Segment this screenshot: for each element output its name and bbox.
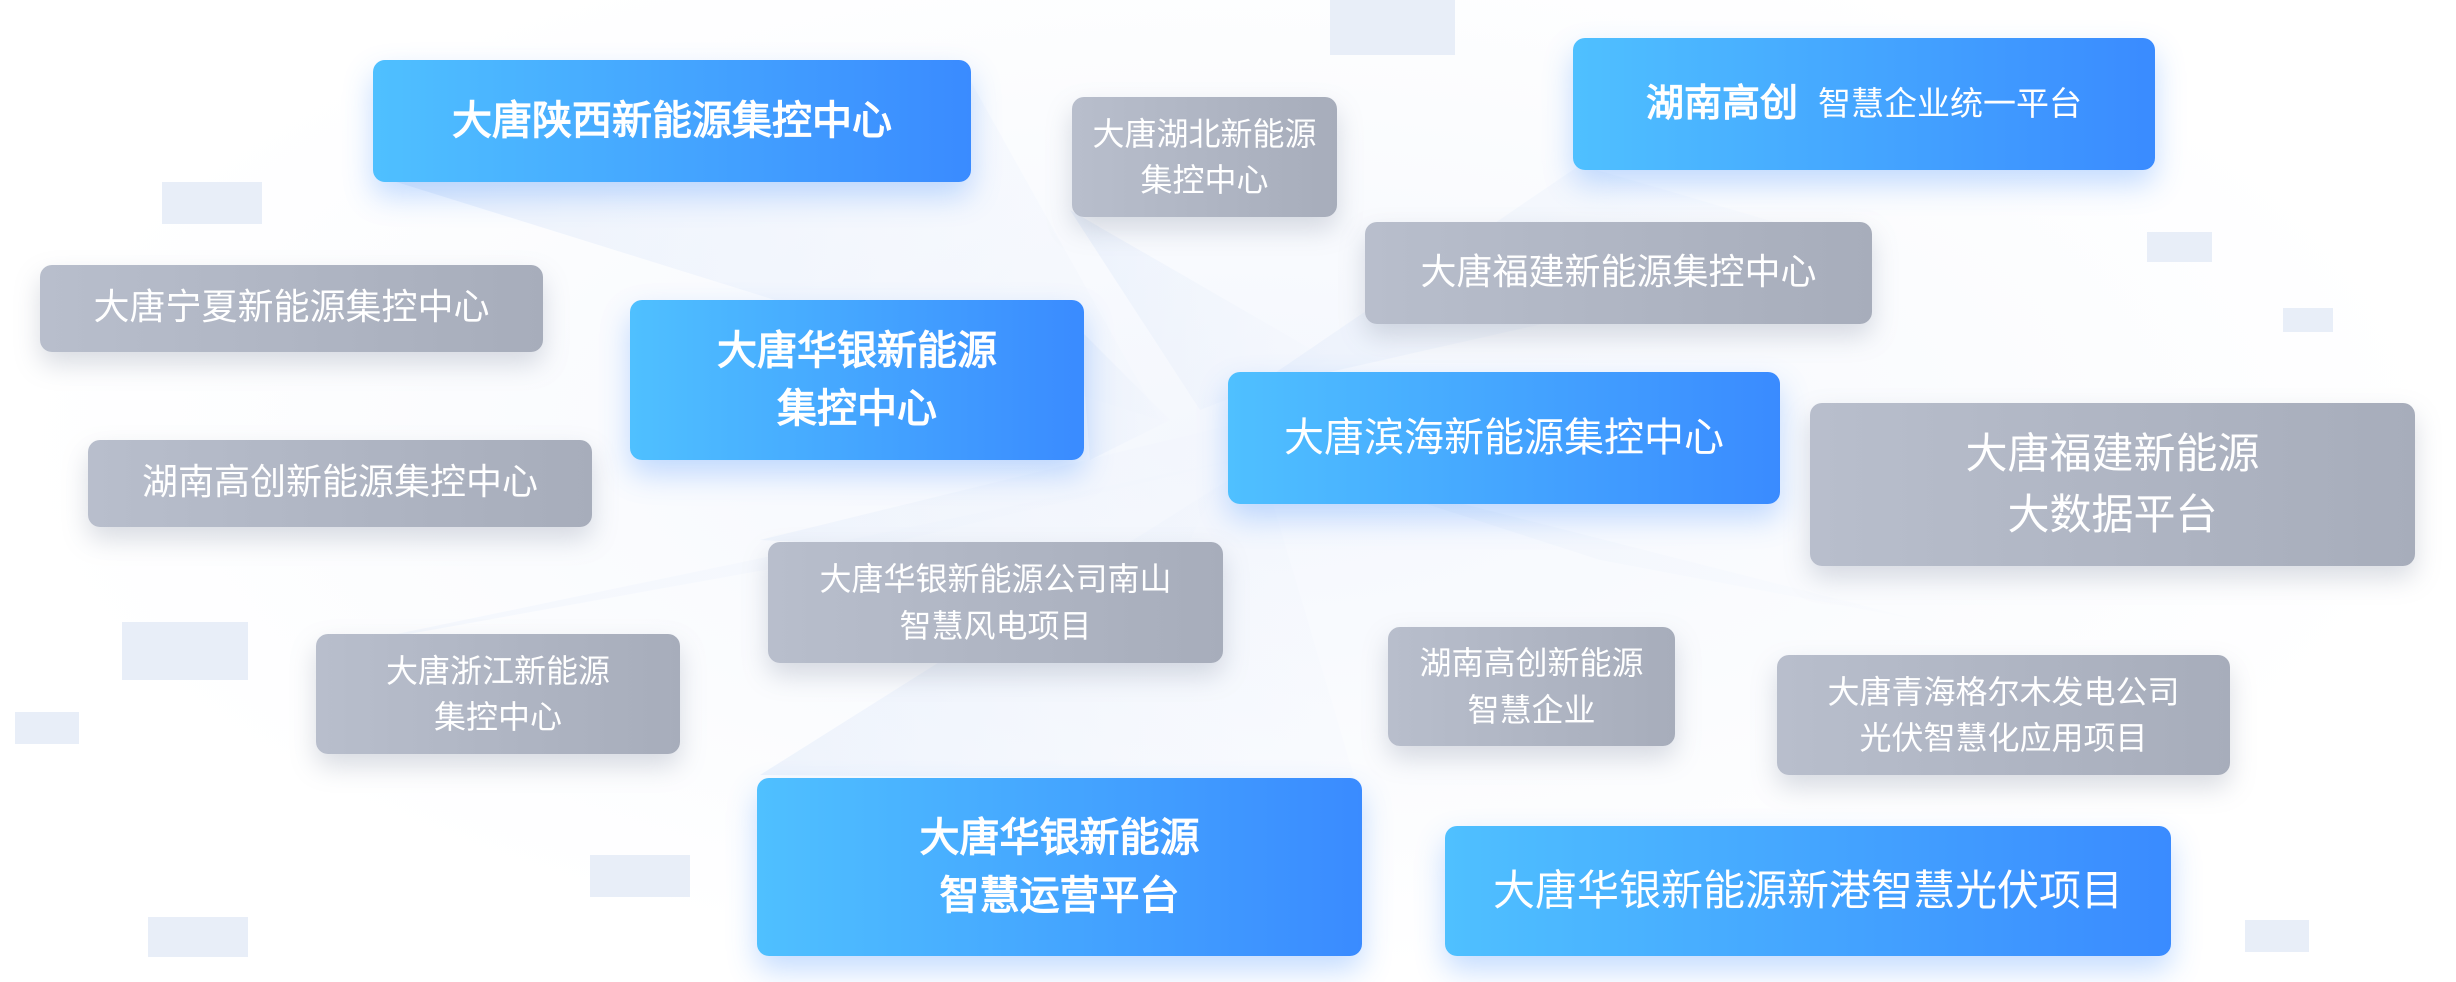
tag-hunan-gaochuang-rest: 智慧企业统一平台 [1818, 84, 2082, 124]
tag-qinghai-pv: 大唐青海格尔木发电公司 光伏智慧化应用项目 [1777, 655, 2230, 775]
deco-block [2283, 308, 2333, 332]
tag-fujian-bigdata: 大唐福建新能源 大数据平台 [1810, 403, 2415, 566]
tag-hubei-center: 大唐湖北新能源 集控中心 [1072, 97, 1337, 217]
deco-block [2245, 920, 2309, 952]
deco-block [590, 855, 690, 897]
deco-block [1330, 0, 1455, 55]
tag-shaanxi-center: 大唐陕西新能源集控中心 [373, 60, 971, 182]
tag-huayin-ops-platform: 大唐华银新能源 智慧运营平台 [757, 778, 1362, 956]
tag-xingang-pv: 大唐华银新能源新港智慧光伏项目 [1445, 826, 2171, 956]
deco-block [15, 712, 79, 744]
deco-block [122, 622, 248, 680]
tag-hunan-gaochuang-platform: 湖南高创 智慧企业统一平台 [1573, 38, 2155, 170]
tag-hunan-center: 湖南高创新能源集控中心 [88, 440, 592, 527]
deco-block [148, 917, 248, 957]
tag-binhai-center: 大唐滨海新能源集控中心 [1228, 372, 1780, 504]
tag-ningxia-center: 大唐宁夏新能源集控中心 [40, 265, 543, 352]
tag-huayin-center: 大唐华银新能源 集控中心 [630, 300, 1084, 460]
tag-fujian-center: 大唐福建新能源集控中心 [1365, 222, 1872, 324]
tag-zhejiang-center: 大唐浙江新能源 集控中心 [316, 634, 680, 754]
tag-hunan-smart-enterprise: 湖南高创新能源 智慧企业 [1388, 627, 1675, 746]
tag-nanshan-wind: 大唐华银新能源公司南山 智慧风电项目 [768, 542, 1223, 663]
deco-block [2147, 232, 2212, 262]
tag-hunan-gaochuang-bold: 湖南高创 [1645, 81, 1798, 126]
deco-block [162, 182, 262, 224]
